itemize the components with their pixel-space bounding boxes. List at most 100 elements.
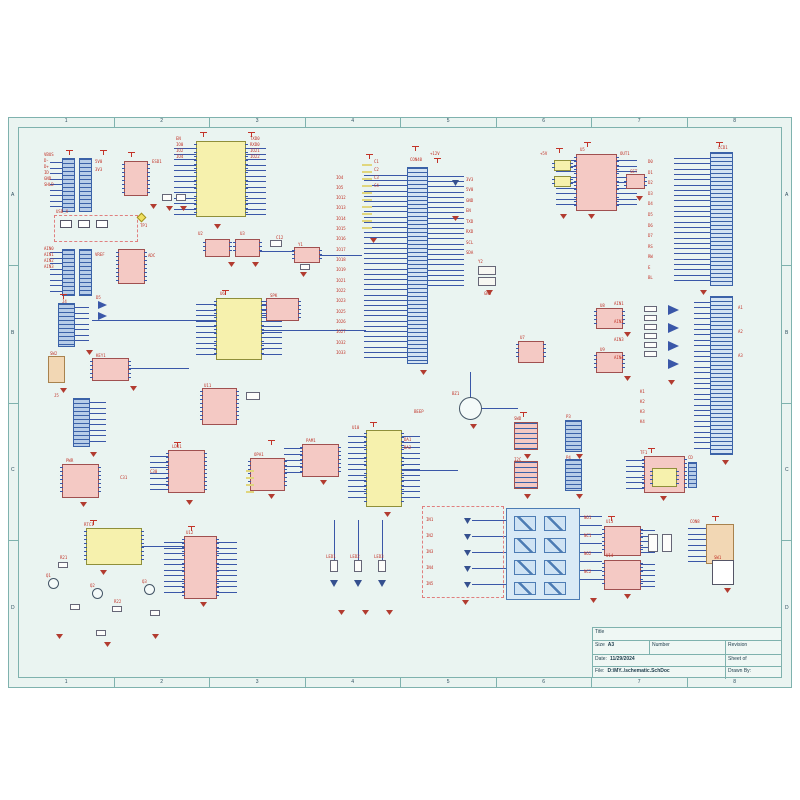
wire	[626, 482, 644, 483]
passive-component	[150, 610, 160, 616]
wire	[284, 460, 302, 461]
relay-cell	[514, 560, 536, 575]
wire	[217, 575, 237, 576]
multi-pin-connector	[710, 296, 733, 455]
wire	[364, 185, 407, 187]
power-flag-symbol	[90, 520, 97, 525]
pin-header-connector	[565, 420, 582, 452]
wire	[674, 216, 710, 218]
wire	[674, 226, 710, 228]
ic-chip	[194, 141, 248, 217]
wire	[246, 164, 266, 166]
drawn-by-cell: Drawn By:	[725, 667, 781, 679]
wire	[196, 304, 216, 305]
relay-cell	[544, 560, 566, 575]
ic-chip	[552, 176, 573, 187]
net-label: R21	[60, 555, 68, 560]
wire	[694, 366, 710, 368]
diode-symbol	[354, 580, 362, 587]
net-label: U10	[352, 425, 360, 430]
ic-chip	[602, 560, 643, 590]
ic-chip	[624, 174, 647, 189]
passive-component	[648, 534, 658, 552]
grid-tick	[209, 678, 210, 688]
net-label: D4	[648, 201, 653, 206]
wire	[617, 171, 637, 172]
wire	[50, 285, 62, 286]
net-label: D6	[648, 223, 653, 228]
relay-cell	[544, 538, 566, 553]
pin-header-connector	[62, 158, 75, 212]
wire	[75, 307, 89, 308]
ground-symbol	[452, 216, 459, 221]
wire	[364, 195, 407, 197]
wire	[402, 436, 420, 437]
wire	[150, 461, 168, 463]
wire	[674, 279, 710, 281]
wire	[164, 586, 184, 587]
net-label: IO16	[336, 236, 346, 241]
passive-component	[70, 604, 80, 610]
net-label: Q1	[46, 573, 51, 578]
wire	[174, 186, 196, 188]
passive-component	[162, 194, 172, 201]
net-label: 3V3	[466, 177, 474, 182]
net-label: C2	[374, 167, 379, 172]
ground-symbol	[624, 594, 631, 599]
passive-component	[354, 560, 362, 572]
wire	[284, 466, 302, 467]
wire	[674, 184, 710, 186]
wire	[50, 263, 62, 264]
wire	[262, 320, 282, 322]
round-component	[92, 588, 103, 599]
net-label: GND	[466, 198, 474, 203]
net-label: SW2	[50, 351, 58, 356]
grid-tick	[209, 117, 210, 127]
wire	[580, 543, 602, 544]
wire	[364, 227, 407, 228]
wire	[262, 348, 282, 349]
wire	[364, 180, 407, 182]
wire	[402, 469, 420, 470]
net-label: R22	[114, 599, 122, 604]
net-label: D5	[648, 212, 653, 217]
ground-symbol	[362, 610, 369, 615]
wire	[196, 337, 216, 338]
net-label: DA1	[404, 437, 412, 442]
wire	[674, 242, 710, 244]
wire	[90, 429, 106, 431]
ground-symbol	[166, 206, 173, 211]
net-label: IO18	[336, 257, 346, 262]
grid-column-label: 2	[160, 118, 164, 124]
net-label: RS	[648, 244, 653, 249]
net-label: IO22	[336, 288, 346, 293]
wire	[217, 553, 237, 554]
ground-symbol	[60, 388, 67, 393]
ground-symbol	[228, 262, 235, 267]
wire	[556, 193, 576, 194]
net-label: +12V	[430, 151, 440, 156]
wire	[196, 348, 216, 349]
title-label: Title	[595, 629, 605, 635]
wire	[320, 255, 362, 256]
wire	[348, 496, 366, 498]
wire	[428, 202, 464, 203]
passive-component	[96, 630, 106, 636]
net-label: A1	[738, 305, 743, 310]
wire	[364, 357, 407, 358]
net-label: D-	[44, 158, 49, 163]
pin-header-connector	[79, 158, 92, 212]
power-flag-symbol	[412, 146, 419, 151]
ground-symbol	[80, 502, 87, 507]
net-label: SWD	[514, 416, 522, 421]
ic-chip	[292, 247, 322, 263]
title-row: Title	[593, 628, 781, 640]
wire	[164, 580, 184, 582]
wire	[428, 259, 464, 261]
passive-component	[644, 306, 657, 312]
opamp-symbol	[98, 301, 107, 309]
net-label: K1	[640, 389, 645, 394]
ground-symbol	[462, 600, 469, 605]
wire	[284, 454, 302, 455]
ground-symbol	[724, 588, 731, 593]
